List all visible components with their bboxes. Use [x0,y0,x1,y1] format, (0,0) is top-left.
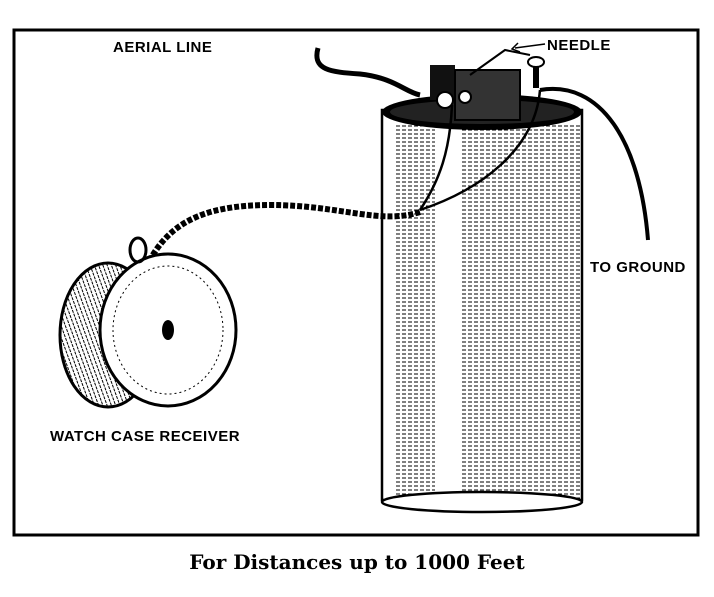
label-needle: NEEDLE [547,37,611,54]
frame-border [12,28,700,537]
receiver-lead-2 [419,89,542,212]
receiver-lead-1 [418,104,454,211]
receiver-cord [142,201,421,272]
detector-block [430,65,521,121]
figure-caption: For Distances up to 1000 Feet [189,550,525,574]
needle [469,48,531,76]
tuning-coil [380,94,584,514]
binding-post [527,56,545,88]
watch-case-receiver [58,236,238,409]
label-to-ground: TO GROUND [590,259,686,276]
ground-wire [539,86,650,241]
label-watch-case-receiver: WATCH CASE RECEIVER [50,428,241,445]
aerial-wire [314,47,421,98]
needle-arrow [510,42,546,53]
label-aerial-line: AERIAL LINE [113,39,213,56]
